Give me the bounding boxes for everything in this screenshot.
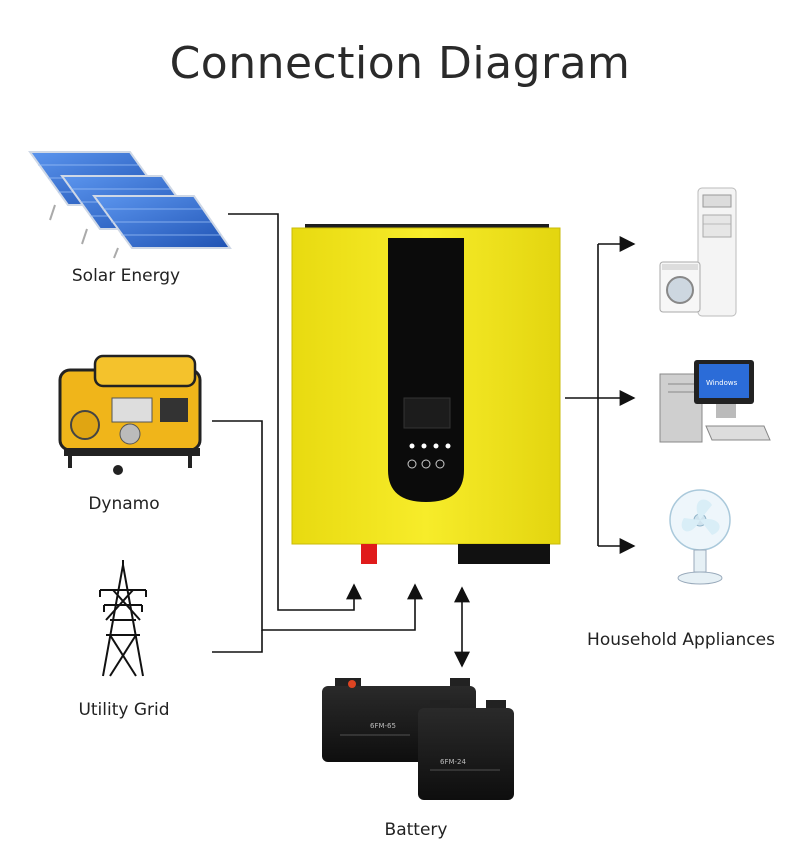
generator-image (58, 354, 202, 475)
household-appliances-label: Household Appliances (587, 630, 775, 650)
utility-tower-icon (99, 560, 147, 677)
fan-image (669, 489, 731, 585)
page-title: Connection Diagram (169, 38, 631, 89)
inverter-display (403, 397, 451, 429)
battery-image: 6FM-65 6FM-24 (322, 678, 514, 800)
dynamo-label: Dynamo (88, 494, 160, 514)
grid-connection-line (212, 630, 263, 653)
black-terminal-block (458, 544, 550, 564)
red-terminal (361, 544, 377, 564)
solar-panels-image (28, 151, 232, 259)
air-conditioner-image (697, 187, 737, 317)
washing-machine-image (659, 261, 701, 313)
inverter-front-panel (388, 238, 464, 502)
battery-small-label: 6FM-24 (440, 758, 466, 766)
connection-lines (212, 213, 636, 668)
solar-panel (92, 195, 232, 259)
utility-grid-label: Utility Grid (78, 700, 170, 720)
solar-energy-label: Solar Energy (71, 266, 181, 286)
desktop-screen-text: Windows (706, 379, 738, 387)
computer-image: Windows (659, 360, 771, 443)
battery-large-label: 6FM-65 (370, 722, 396, 730)
battery-label: Battery (384, 820, 448, 840)
solar-connection-line (228, 213, 362, 611)
inverter-image (291, 224, 561, 568)
